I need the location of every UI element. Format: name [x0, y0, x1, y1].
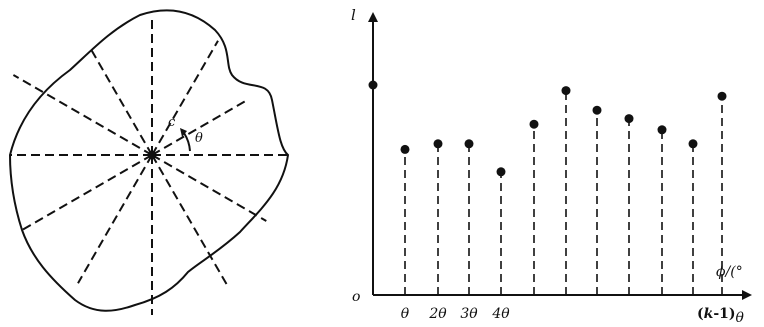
- stem-point: [657, 125, 667, 135]
- stem-point: [561, 86, 571, 96]
- stem-point: [400, 144, 410, 154]
- shape-diagram: c θ: [8, 9, 290, 315]
- tick-label-last-k: k: [704, 306, 714, 322]
- stem-point: [433, 139, 443, 149]
- tick-label-last-prefix: (: [697, 306, 704, 322]
- stem-point: [464, 139, 474, 149]
- tick-label-4: 4θ: [491, 306, 510, 322]
- tick-label-last-theta: θ: [736, 310, 745, 326]
- angle-label: θ: [195, 131, 203, 146]
- radial-line: [12, 74, 153, 156]
- angle-arrowhead: [180, 128, 187, 137]
- radial-line: [151, 40, 219, 156]
- origin-label: o: [352, 289, 360, 305]
- x-axis-label: ϕ/(°: [716, 264, 743, 280]
- tick-label-3: 3θ: [460, 306, 478, 322]
- tick-label-2: 2θ: [428, 306, 447, 322]
- irregular-contour: [8, 9, 290, 312]
- stem-point: [717, 91, 727, 101]
- stem-point: [496, 167, 506, 177]
- radial-line: [151, 154, 228, 286]
- tick-label-last-suffix: -1): [713, 306, 735, 322]
- tick-labels: θ 2θ 3θ 4θ (k-1)θ: [401, 306, 745, 326]
- stem-point: [368, 80, 378, 90]
- radial-lines: [10, 20, 288, 315]
- radial-line: [21, 154, 153, 231]
- stem-point: [624, 114, 634, 124]
- center-label: c: [168, 115, 176, 130]
- stem-point: [529, 119, 539, 129]
- angle-arc: [183, 132, 191, 152]
- radial-line: [90, 48, 153, 156]
- radial-line: [77, 154, 153, 284]
- tick-label-1: θ: [401, 306, 410, 322]
- y-axis-label: l: [351, 6, 356, 24]
- stem-point: [592, 105, 602, 115]
- stems: [368, 80, 727, 295]
- radial-line: [151, 154, 267, 222]
- stem-point: [688, 139, 698, 149]
- tick-label-last: (k-1)θ: [697, 306, 745, 326]
- center-point: [148, 151, 156, 159]
- stem-plot: l o ϕ/(° θ 2θ 3θ 4θ (k-1)θ: [351, 6, 752, 326]
- radial-line: [151, 99, 248, 156]
